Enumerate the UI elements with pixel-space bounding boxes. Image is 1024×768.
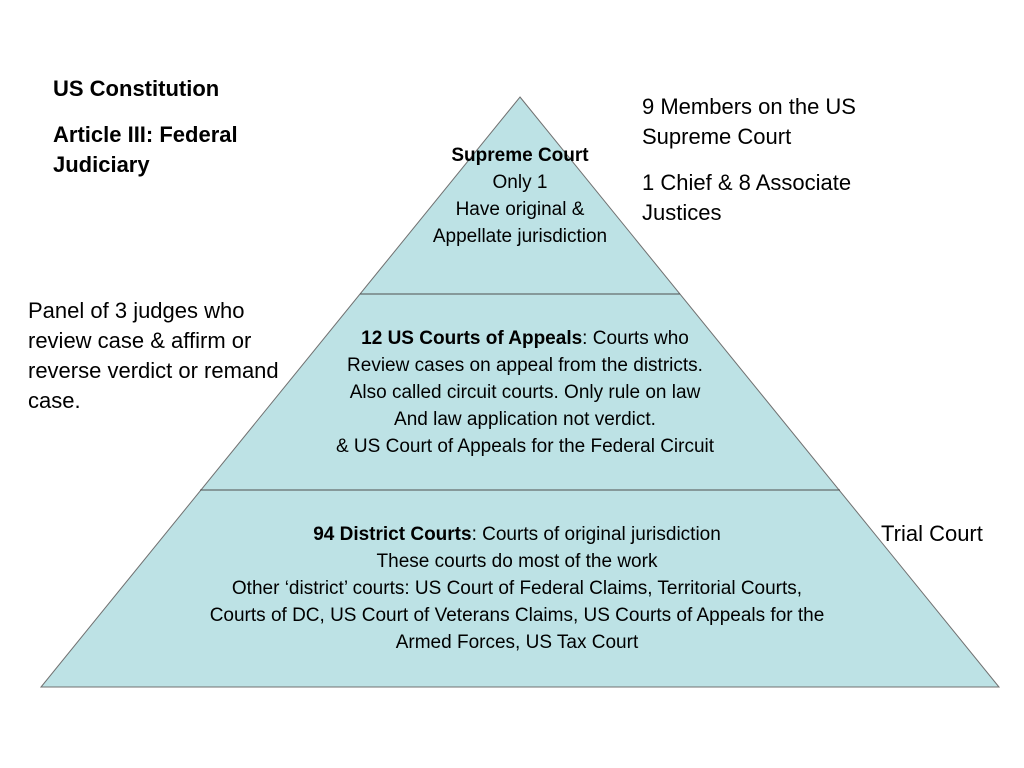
title-line-1: US Constitution <box>53 76 220 101</box>
appeals-courts-line-1: Review cases on appeal from the district… <box>347 355 703 376</box>
supreme-court-line-3: Appellate jurisdiction <box>432 226 608 247</box>
district-courts-line-2: Other ‘district’ courts: US Court of Fed… <box>231 578 803 599</box>
justices-note: 1 Chief & 8 Associate Justices <box>642 170 852 225</box>
supreme-court-heading: Supreme Court <box>451 145 589 166</box>
supreme-court-line-2: Have original & <box>455 199 585 220</box>
appeals-note: Panel of 3 judges who review case & affi… <box>28 298 279 413</box>
appeals-courts-line-4: & US Court of Appeals for the Federal Ci… <box>335 436 715 457</box>
supreme-court-line-1: Only 1 <box>492 172 548 193</box>
district-courts-heading: 94 District Courts <box>313 524 472 545</box>
district-courts-line-3: Courts of DC, US Court of Veterans Claim… <box>209 605 825 626</box>
appeals-courts-line-3: And law application not verdict. <box>394 409 656 430</box>
title-block: US Constitution Article III: Federal Jud… <box>53 74 303 180</box>
appeals-courts-heading: 12 US Courts of Appeals <box>361 328 583 349</box>
members-note: 9 Members on the US Supreme Court <box>642 94 856 149</box>
district-note: Trial Court <box>881 521 983 546</box>
tier-supreme-court: Supreme Court Only 1 Have original & App… <box>380 142 660 250</box>
appeals-courts-line-2: Also called circuit courts. Only rule on… <box>349 382 701 403</box>
tier-appeals-courts: 12 US Courts of Appeals: Courts who Revi… <box>260 325 790 460</box>
tier-district-courts: 94 District Courts: Courts of original j… <box>120 521 914 656</box>
supreme-court-notes: 9 Members on the US Supreme Court 1 Chie… <box>642 92 912 244</box>
appeals-courts-heading-suffix: : Courts who <box>582 328 689 349</box>
district-courts-heading-suffix: : Courts of original jurisdiction <box>471 524 721 545</box>
district-courts-line-4: Armed Forces, US Tax Court <box>395 632 639 653</box>
pyramid-shape <box>39 96 1001 688</box>
district-courts-line-1: These courts do most of the work <box>376 551 658 572</box>
title-line-2: Article III: Federal Judiciary <box>53 122 238 177</box>
